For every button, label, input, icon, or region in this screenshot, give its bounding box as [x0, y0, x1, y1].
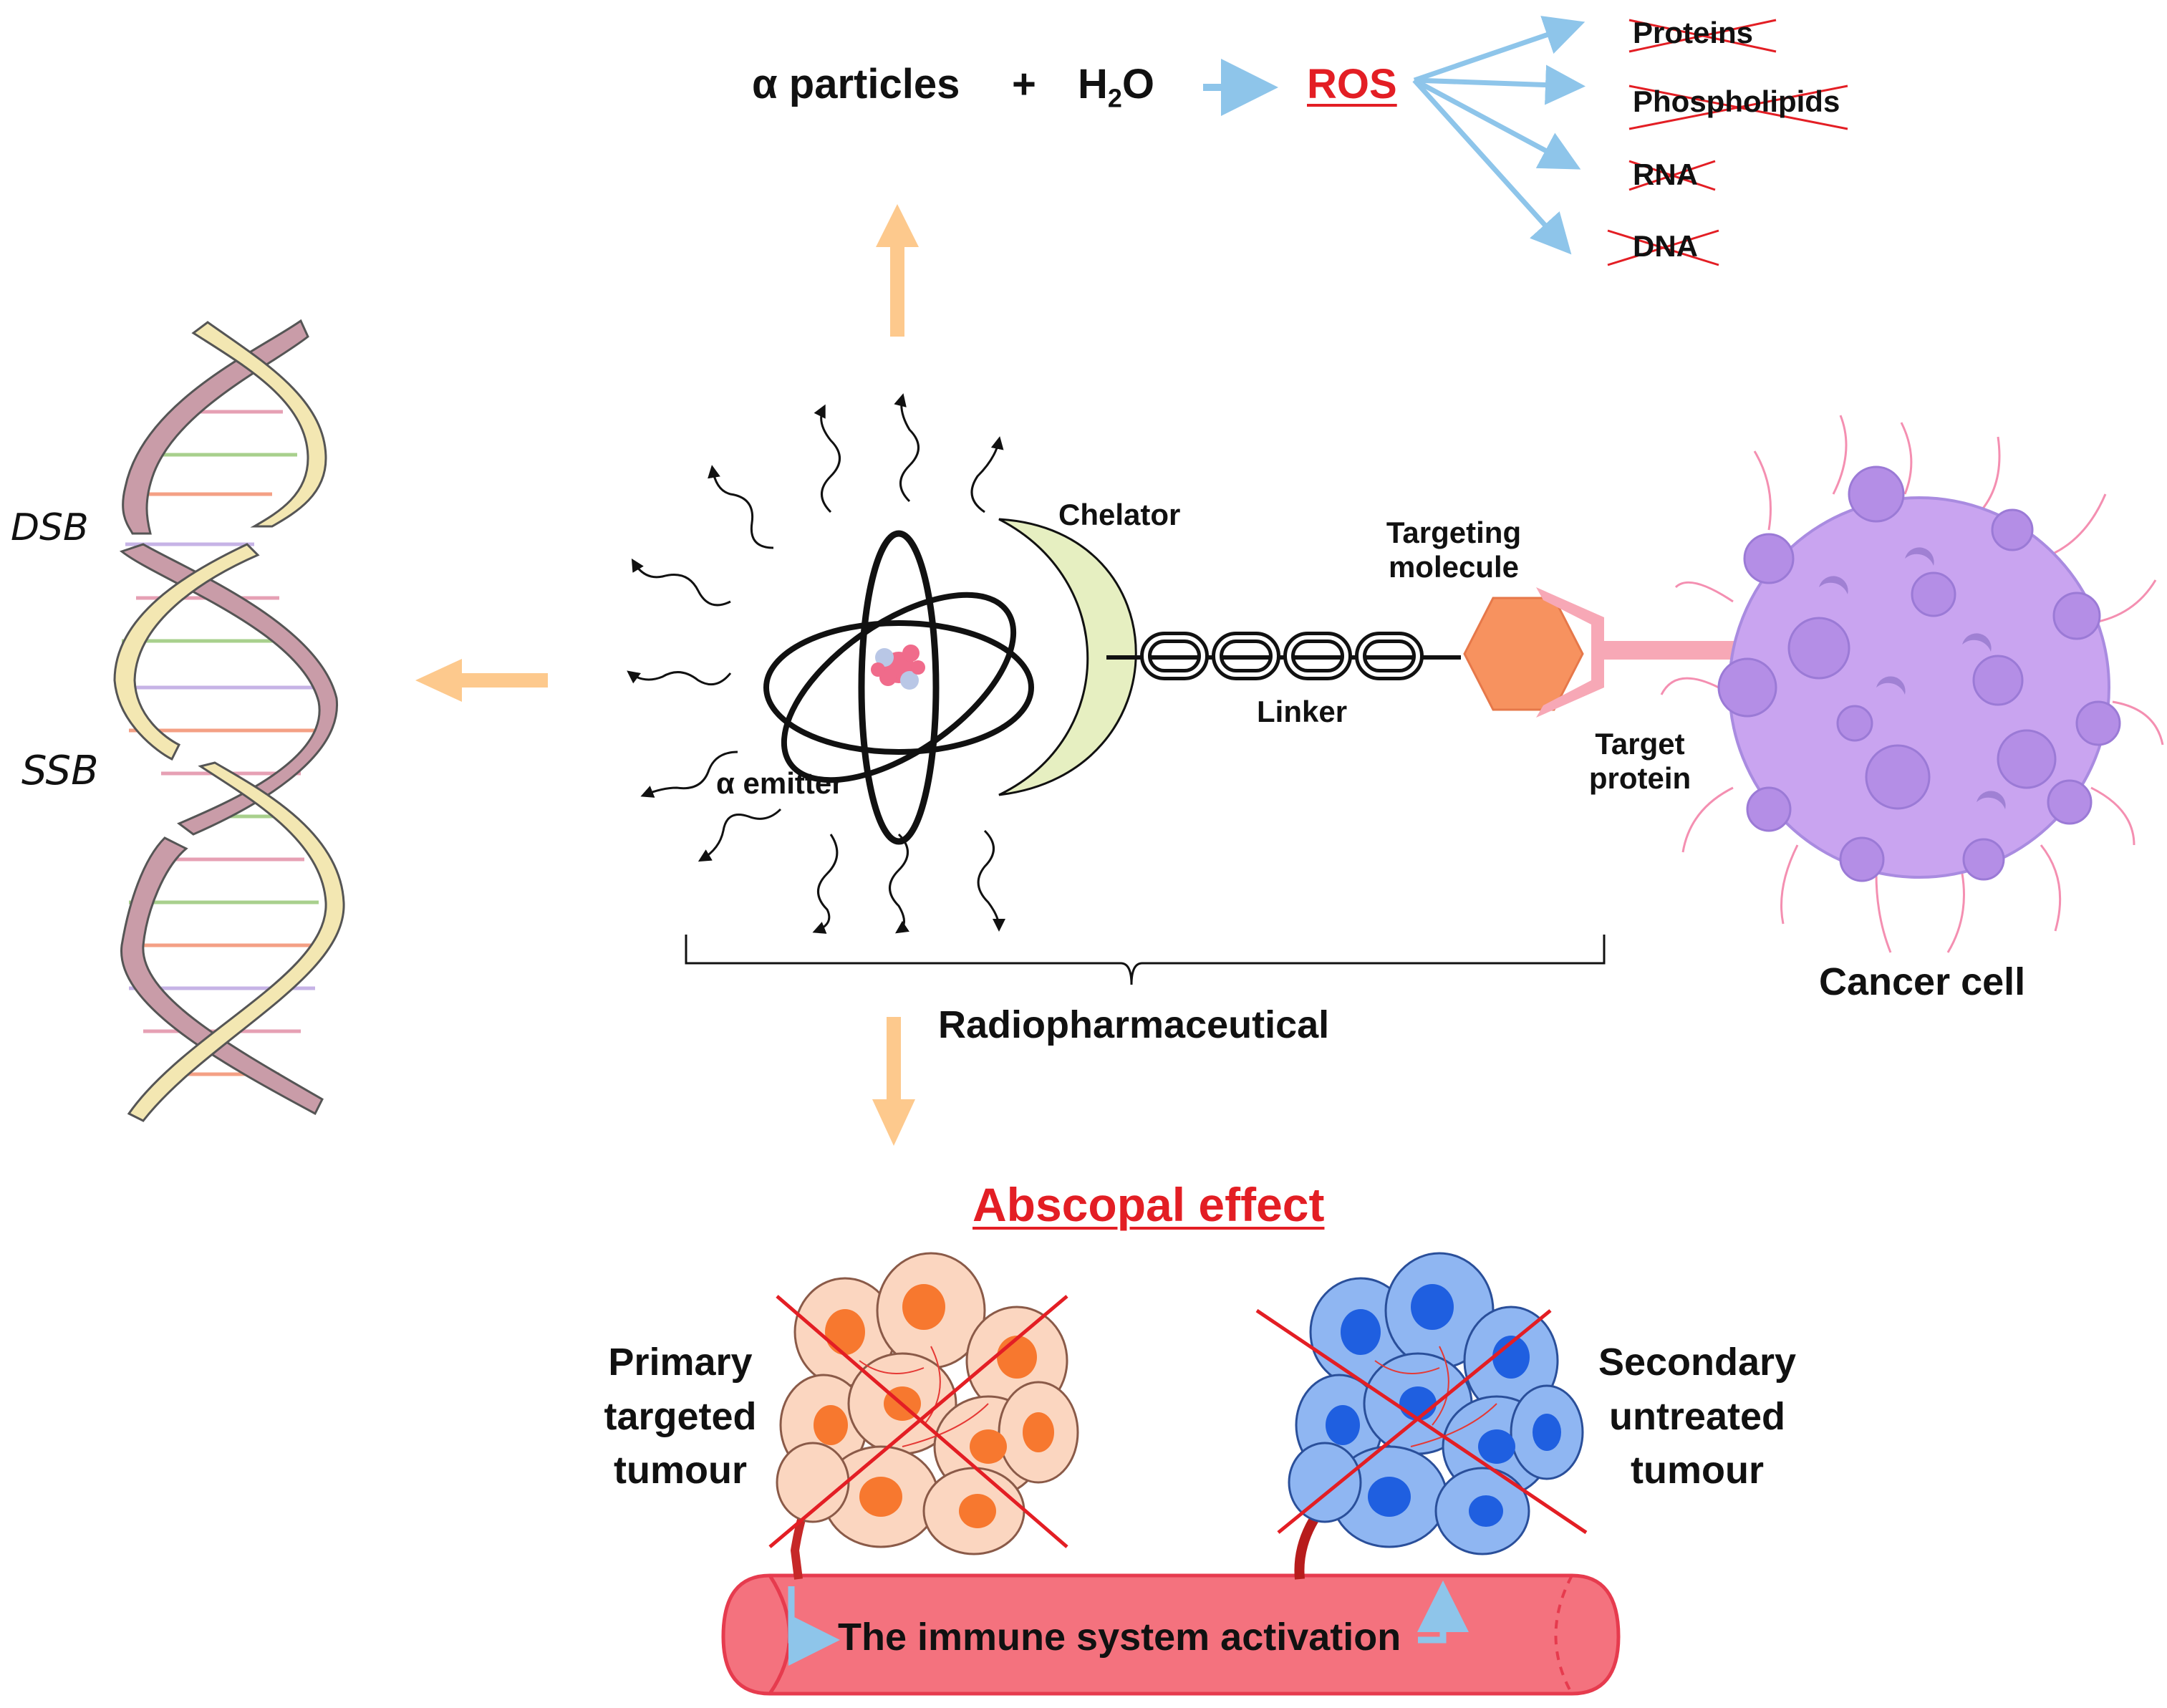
- secondary-tumour-label: Secondary untreated tumour: [1583, 1336, 1812, 1498]
- h2o-label: H2O: [1078, 61, 1154, 113]
- ros-label: ROS: [1307, 61, 1397, 107]
- secondary-line2: untreated: [1608, 1394, 1786, 1438]
- primary-line2: targeted: [604, 1394, 757, 1438]
- orange-arrow-left: [415, 659, 548, 702]
- target-proteins-label: Proteins: [1633, 16, 1754, 49]
- plus-sign: +: [1012, 61, 1036, 107]
- target-protein-label: Target protein: [1565, 727, 1715, 796]
- orange-arrow-up: [876, 204, 919, 337]
- target-strike-marks: [1607, 19, 1848, 266]
- targeting-molecule-icon: [1463, 597, 1584, 711]
- cancer-cell-label: Cancer cell: [1819, 960, 2026, 1003]
- alpha-emitter-atom-icon: [763, 530, 1034, 845]
- target-protein-line2: protein: [1588, 761, 1691, 796]
- h2o-o: O: [1121, 61, 1155, 107]
- target-rna-label: RNA: [1633, 158, 1698, 191]
- cancer-cell-icon: [1660, 415, 2164, 953]
- linker-chain-icon: [1106, 632, 1461, 680]
- ros-fan-arrows: [1412, 16, 1586, 255]
- primary-line1: Primary: [608, 1341, 753, 1384]
- ssb-label: SSB: [21, 748, 99, 794]
- primary-line3: tumour: [614, 1449, 747, 1492]
- target-dna-label: DNA: [1633, 229, 1698, 263]
- primary-tumour-label: Primary targeted tumour: [580, 1336, 781, 1498]
- dna-helix-icon: [113, 319, 345, 1122]
- chelator-icon: [998, 518, 1137, 796]
- target-protein-line1: Target: [1595, 727, 1685, 761]
- tumour-cross-marks: [768, 1295, 1588, 1548]
- target-protein-icon: [1536, 587, 1751, 718]
- secondary-line3: tumour: [1631, 1449, 1764, 1492]
- immune-activation-arrows: [788, 1581, 1469, 1666]
- targeting-molecule-line1: Targeting: [1386, 516, 1522, 549]
- radiopharmaceutical-label: Radiopharmaceutical: [938, 1003, 1330, 1046]
- immune-activation-label: The immune system activation: [838, 1616, 1401, 1659]
- targeting-molecule-line2: molecule: [1388, 550, 1520, 584]
- orange-arrow-down: [872, 1017, 915, 1146]
- chelator-label: Chelator: [1058, 498, 1181, 531]
- primary-tumour-icon: [776, 1252, 1079, 1555]
- alpha-particles-label: α particles: [752, 61, 960, 107]
- secondary-line1: Secondary: [1598, 1341, 1797, 1384]
- linker-label: Linker: [1257, 695, 1348, 728]
- secondary-tumour-icon: [1288, 1252, 1584, 1555]
- alpha-emitter-label: α emitter: [716, 766, 844, 800]
- target-phospholipids-label: Phospholipids: [1633, 85, 1840, 118]
- targeting-molecule-label: Targeting molecule: [1371, 516, 1536, 585]
- radiopharmaceutical-brace: [685, 935, 1606, 985]
- nucleus-icon: [871, 645, 925, 690]
- alpha-radiation-arrows: [627, 393, 1005, 934]
- h2o-h: H: [1078, 61, 1108, 107]
- h2o-subscript: 2: [1107, 83, 1122, 113]
- dsb-label: DSB: [11, 506, 89, 549]
- abscopal-effect-title: Abscopal effect: [973, 1178, 1325, 1231]
